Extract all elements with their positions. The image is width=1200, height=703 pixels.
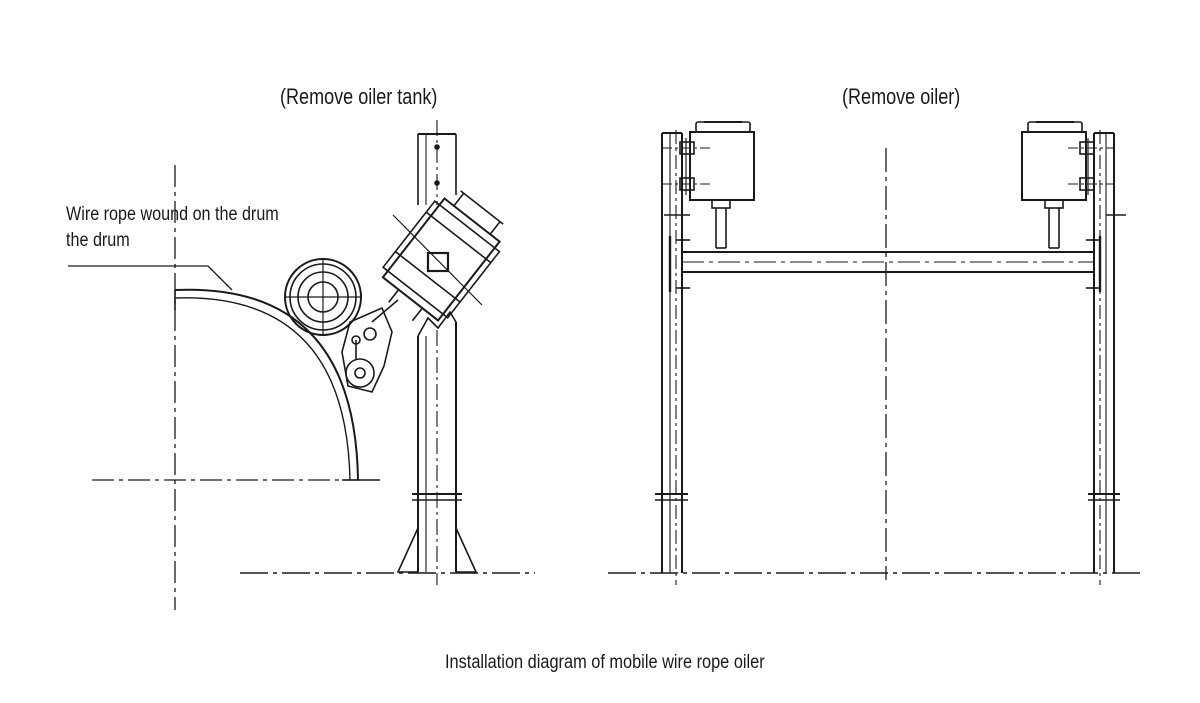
tank-hub <box>426 251 450 273</box>
left-view <box>68 120 535 610</box>
right-oiler <box>1021 121 1114 249</box>
left-post-lower <box>396 310 478 585</box>
tank-axis <box>392 214 483 306</box>
rope-callout-label-line1: Wire rope wound on the drum <box>66 204 279 225</box>
left-view-title: (Remove oiler tank) <box>280 84 438 109</box>
cross-beam <box>682 251 1094 273</box>
right-view-title: (Remove oiler) <box>842 84 961 109</box>
left-post-upper <box>417 120 457 205</box>
rope-callout-leader <box>68 265 233 291</box>
figure-caption: Installation diagram of mobile wire rope… <box>445 652 765 673</box>
left-oiler <box>662 121 755 249</box>
guide-roller <box>284 258 362 336</box>
oiler-tank-inclined <box>381 190 504 322</box>
left-column <box>655 130 690 585</box>
right-view <box>608 121 1140 585</box>
roller-bracket <box>341 306 393 393</box>
rope-callout-label-line2: the drum <box>66 230 130 251</box>
right-column <box>1086 130 1126 585</box>
